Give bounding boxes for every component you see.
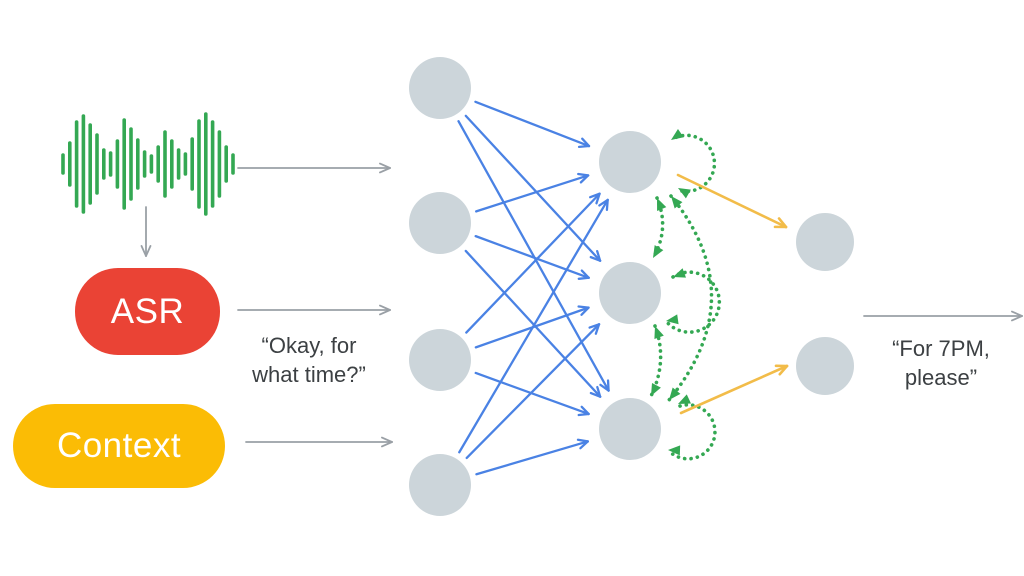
feedforward-link-1-1 (474, 100, 591, 148)
waveform-to-network-arrow-head (379, 162, 391, 169)
input-node-3 (409, 329, 471, 391)
feedforward-link-1-2-head (596, 250, 602, 262)
asr-transcript-line2: what time?” (252, 362, 366, 387)
result-quote-line1: “For 7PM, (892, 336, 990, 361)
feedforward-link-3-1 (465, 192, 601, 334)
asr-to-network-arrow-head (379, 304, 391, 311)
link-hidden-1-3-arrowhead-1 (671, 196, 683, 209)
self-loop-hidden-2 (664, 270, 722, 334)
waveform-to-asr-arrow-head (145, 245, 152, 257)
input-node-2 (409, 192, 471, 254)
feedforward-link-3-1-head (588, 192, 601, 199)
asr-to-network-arrow-head (379, 309, 391, 316)
feedforward-link-2-1 (475, 174, 590, 213)
feedforward-link-4-1-head (605, 198, 609, 212)
self-loop-hidden-3 (666, 403, 717, 461)
asr-block: ASR (75, 268, 220, 355)
feedforward-link-2-3-head (596, 385, 602, 398)
network-to-output-arrow-head (1011, 315, 1023, 322)
network-to-output-arrow-head (1011, 310, 1023, 317)
feedforward-link-4-2 (465, 323, 601, 460)
hidden-node-3 (599, 398, 661, 460)
feedforward-link-4-2-head (594, 323, 601, 335)
feedforward-link-1-3-head (606, 379, 610, 392)
input-node-1 (409, 57, 471, 119)
feedforward-link-1-2-head (589, 255, 602, 262)
feedforward-link-3-1-head (595, 192, 601, 205)
feedforward-link-4-2-head (588, 323, 601, 329)
result-quote-line2: please” (904, 365, 978, 390)
link-hidden-1-2-arrowhead-1 (657, 198, 667, 211)
self-loop-hidden-1-arrowhead-2 (671, 129, 684, 140)
hidden3-to-output2-arrow (679, 364, 789, 415)
feedforward-link-2-2-head (580, 269, 590, 279)
feedforward-link-4-3-head (576, 438, 589, 443)
feedforward-link-4-1-head (598, 198, 609, 207)
feedforward-link-3-3-head (577, 412, 590, 417)
context-label: Context (56, 426, 182, 465)
link-hidden-1-3-arrowhead-2 (669, 387, 681, 400)
link-hidden-1-3 (667, 194, 714, 402)
result-quote: “For 7PM, please” (861, 334, 1021, 392)
feedforward-link-2-1-head (579, 174, 590, 184)
hidden1-to-output1-arrow-head (777, 217, 788, 229)
feedforward-link-3-3-head (580, 405, 590, 416)
feedforward-link-1-1-head (577, 144, 591, 149)
context-block: Context (13, 404, 225, 488)
output-node-1 (796, 213, 854, 271)
feedforward-link-1-3 (457, 120, 610, 392)
context-to-network-arrow-head (381, 441, 393, 448)
waveform-to-network-arrow-head (379, 167, 391, 174)
self-loop-hidden-2-arrowhead-2 (666, 314, 679, 325)
feedforward-link-4-1 (458, 198, 609, 454)
hidden-node-2 (599, 262, 661, 324)
feedforward-link-2-3 (464, 249, 602, 398)
self-loop-hidden-1-arrowhead-1 (678, 188, 691, 199)
asr-transcript-line1: “Okay, for (261, 333, 357, 358)
link-hidden-1-2-arrowhead-2 (653, 245, 664, 258)
feedforward-link-4-3 (475, 440, 589, 476)
context-to-network-arrow-head (381, 436, 393, 443)
self-loop-hidden-2-arrowhead-1 (673, 268, 686, 278)
self-loop-hidden-3-arrowhead-1 (678, 394, 691, 404)
input-node-4 (409, 454, 471, 516)
feedforward-link-4-3-head (579, 440, 589, 450)
hidden1-to-output1-arrow (676, 173, 788, 229)
feedforward-link-1-3-head (599, 383, 610, 392)
output-node-2 (796, 337, 854, 395)
feedforward-link-1-2 (464, 114, 602, 262)
feedforward-link-3-2-head (580, 306, 590, 316)
asr-transcript-quote: “Okay, for what time?” (224, 331, 394, 389)
link-hidden-2-3-arrowhead-2 (651, 383, 661, 396)
asr-label: ASR (110, 291, 185, 331)
hidden-node-1 (599, 131, 661, 193)
waveform-to-asr-arrow-head (140, 245, 147, 257)
feedforward-link-2-2 (474, 234, 590, 279)
self-loop-hidden-3-arrowhead-2 (668, 445, 681, 456)
feedforward-link-1-1-head (581, 137, 591, 148)
feedforward-link-2-3-head (589, 391, 602, 398)
feedforward-link-2-2-head (577, 276, 590, 280)
link-hidden-2-3-arrowhead-1 (654, 326, 664, 339)
hidden3-to-output2-arrow-head (778, 364, 789, 376)
feedforward-link-2-1-head (577, 172, 590, 177)
feedforward-link-3-2-head (577, 305, 590, 309)
